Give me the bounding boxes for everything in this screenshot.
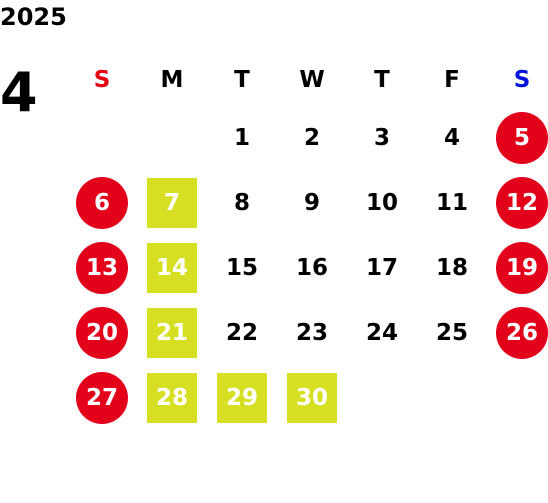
day-cell[interactable]: 16	[277, 235, 347, 300]
calendar-day: 16	[295, 254, 328, 281]
calendar-day: 9	[303, 189, 320, 216]
marked-day: 29	[217, 372, 267, 423]
calendar-day: 4	[443, 124, 460, 151]
calendar-day: 23	[295, 319, 328, 346]
weekday-header-saturday: S	[513, 67, 531, 93]
day-cell	[137, 105, 207, 170]
calendar-day: 1	[233, 124, 250, 151]
day-cell[interactable]: 28	[137, 365, 207, 430]
day-cell[interactable]: 3	[347, 105, 417, 170]
holiday-day: 20	[76, 306, 128, 359]
empty-day	[146, 112, 198, 164]
day-cell[interactable]: 6	[67, 170, 137, 235]
marked-day: 14	[147, 242, 197, 293]
day-cell[interactable]: 29	[207, 365, 277, 430]
calendar-day: 22	[225, 319, 258, 346]
holiday-day: 12	[496, 176, 548, 229]
empty-day	[356, 372, 408, 424]
holiday-day: 13	[76, 241, 128, 294]
day-cell	[417, 365, 487, 430]
day-cell	[67, 105, 137, 170]
day-cell[interactable]: 25	[417, 300, 487, 365]
day-cell[interactable]: 8	[207, 170, 277, 235]
marked-day: 7	[147, 177, 197, 228]
day-cell[interactable]: 5	[487, 105, 548, 170]
empty-day	[496, 372, 548, 424]
day-cell[interactable]: 21	[137, 300, 207, 365]
empty-day	[426, 372, 478, 424]
holiday-day: 5	[496, 111, 548, 164]
day-cell[interactable]: 9	[277, 170, 347, 235]
weekday-header-friday: F	[444, 67, 460, 93]
marked-day: 28	[147, 372, 197, 423]
day-cell	[347, 365, 417, 430]
holiday-day: 26	[496, 306, 548, 359]
holiday-day: 6	[76, 176, 128, 229]
year-label: 2025	[0, 3, 67, 31]
day-cell[interactable]: 27	[67, 365, 137, 430]
day-cell[interactable]: 19	[487, 235, 548, 300]
weekday-header-monday: M	[160, 67, 184, 93]
day-cell[interactable]: 11	[417, 170, 487, 235]
day-cell[interactable]: 18	[417, 235, 487, 300]
calendar-day: 15	[225, 254, 258, 281]
calendar-day: 3	[373, 124, 390, 151]
holiday-day: 27	[76, 371, 128, 424]
weekday-header-wednesday: W	[299, 67, 325, 93]
calendar-day: 10	[365, 189, 398, 216]
day-cell[interactable]: 2	[277, 105, 347, 170]
marked-day: 21	[147, 307, 197, 358]
day-cell[interactable]: 14	[137, 235, 207, 300]
day-cell[interactable]: 24	[347, 300, 417, 365]
day-cell[interactable]: 15	[207, 235, 277, 300]
weekday-header-tuesday: T	[234, 67, 250, 93]
weekday-header-sunday: S	[93, 67, 111, 93]
calendar-day: 11	[435, 189, 468, 216]
calendar-day: 25	[435, 319, 468, 346]
day-cell[interactable]: 17	[347, 235, 417, 300]
weekday-header-thursday: T	[374, 67, 390, 93]
day-cell[interactable]: 22	[207, 300, 277, 365]
month-number: 4	[0, 61, 38, 124]
day-cell[interactable]: 4	[417, 105, 487, 170]
day-cell[interactable]: 26	[487, 300, 548, 365]
calendar-day: 8	[233, 189, 250, 216]
holiday-day: 19	[496, 241, 548, 294]
calendar-day: 2	[303, 124, 320, 151]
day-cell	[487, 365, 548, 430]
day-cell[interactable]: 7	[137, 170, 207, 235]
day-cell[interactable]: 23	[277, 300, 347, 365]
day-cell[interactable]: 12	[487, 170, 548, 235]
day-cell[interactable]: 1	[207, 105, 277, 170]
day-cell[interactable]: 10	[347, 170, 417, 235]
marked-day: 30	[287, 372, 337, 423]
day-cell[interactable]: 13	[67, 235, 137, 300]
day-cell[interactable]: 30	[277, 365, 347, 430]
day-cell[interactable]: 20	[67, 300, 137, 365]
calendar-day: 24	[365, 319, 398, 346]
empty-day	[76, 112, 128, 164]
calendar-day: 17	[365, 254, 398, 281]
calendar-day: 18	[435, 254, 468, 281]
